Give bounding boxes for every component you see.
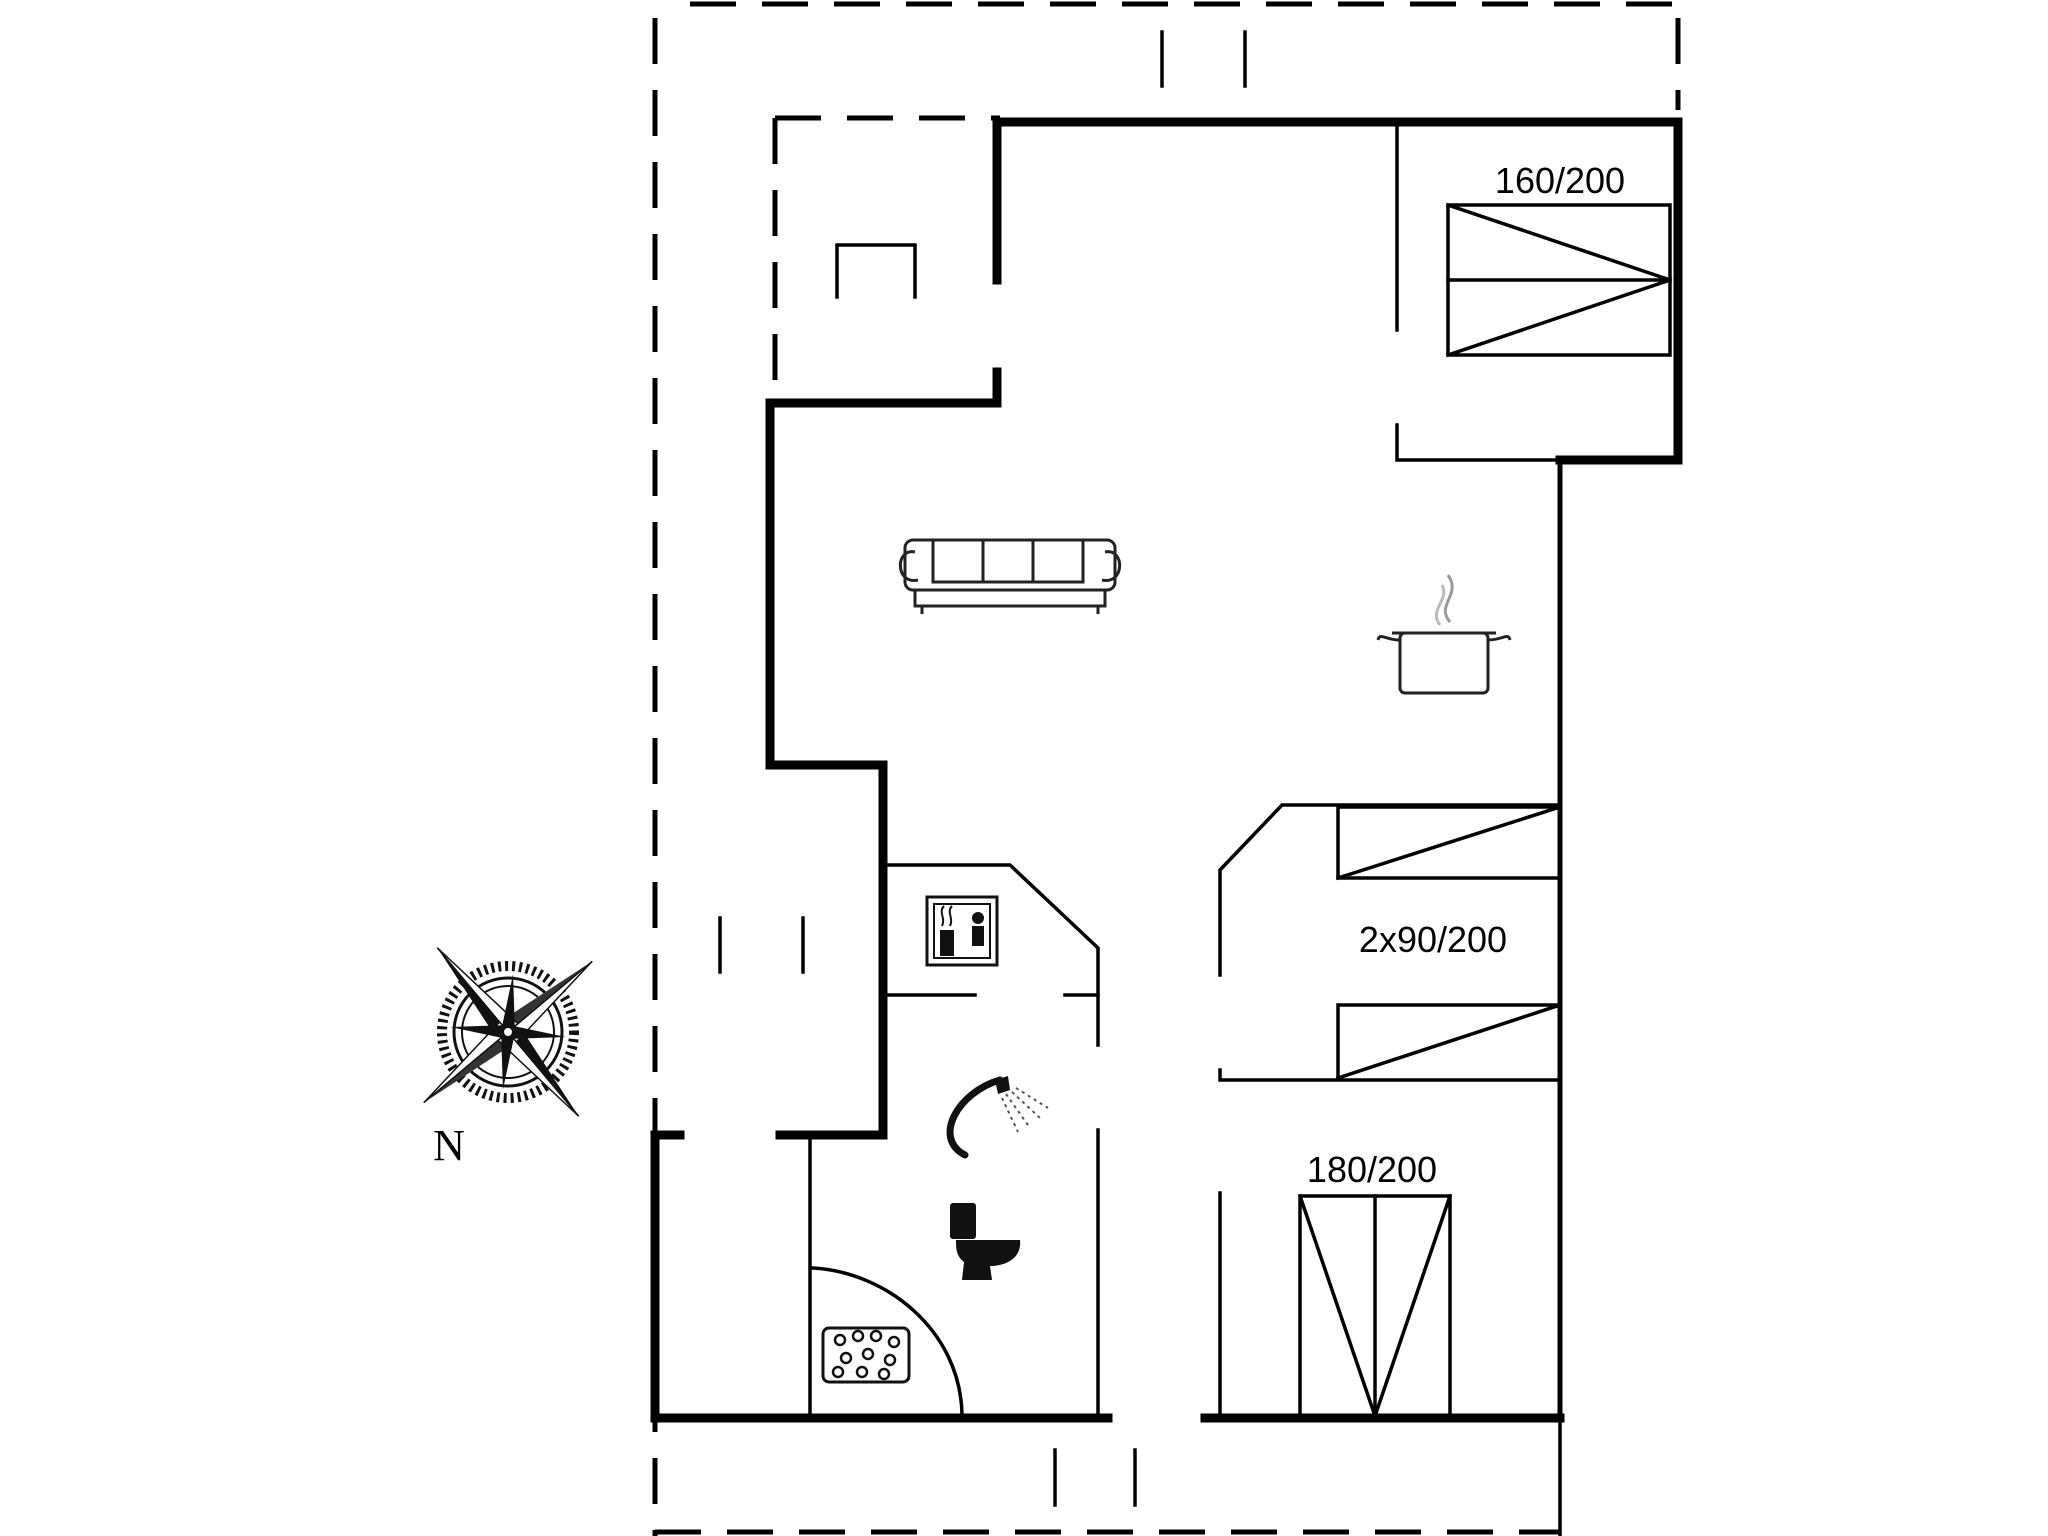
sauna-icon <box>925 895 999 967</box>
whirlpool-bath-icon <box>811 1266 964 1416</box>
compass-north-label: N <box>433 1121 465 1170</box>
exterior-walls <box>650 117 1683 1423</box>
bed-size-label-double-bottom: 180/200 <box>1307 1149 1437 1190</box>
compass-rose-icon <box>423 947 593 1117</box>
bed-single-2 <box>1335 1002 1563 1081</box>
cooking-pot-icon <box>1376 574 1512 695</box>
bed-double-top <box>1445 202 1673 358</box>
bed-single-1 <box>1335 804 1563 881</box>
entrance-canopy <box>835 243 917 299</box>
shower-icon <box>946 1076 1049 1159</box>
bed-size-label-double-top: 160/200 <box>1495 160 1625 201</box>
interior-walls <box>808 120 1562 1420</box>
sofa-icon <box>898 538 1122 614</box>
bed-size-label-twin: 2x90/200 <box>1359 919 1507 960</box>
toilet-icon <box>950 1203 1021 1280</box>
bed-double-bottom <box>1297 1193 1453 1419</box>
